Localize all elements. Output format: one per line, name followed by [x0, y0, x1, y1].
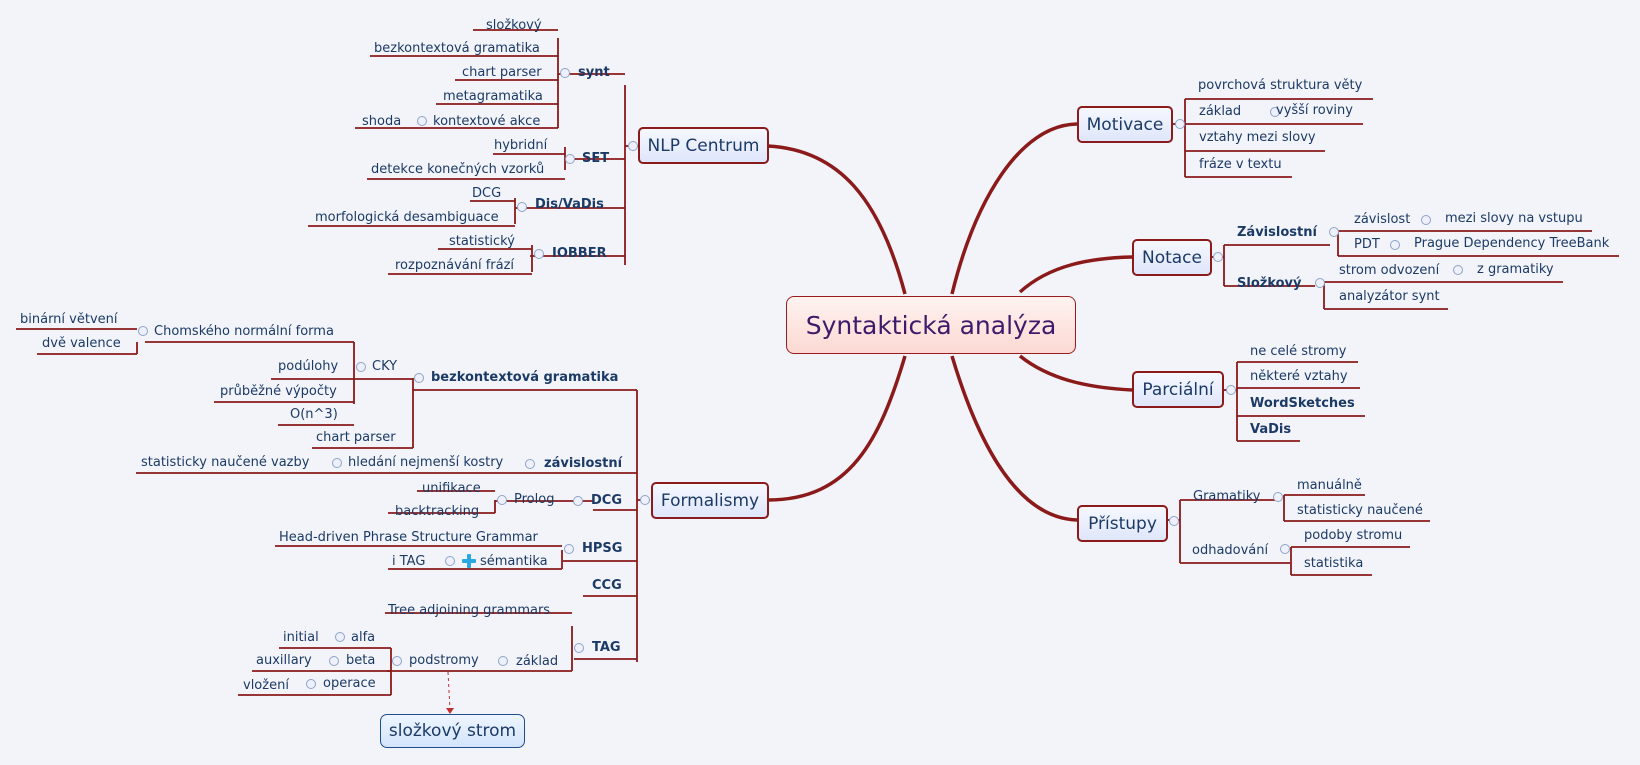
node-cnf[interactable]: Chomského normální forma [154, 324, 334, 339]
node-prubezne[interactable]: průběžné výpočty [220, 384, 337, 399]
node-chart-parser[interactable]: chart parser [462, 65, 542, 80]
node-kostra[interactable]: hledání nejmenší kostry [348, 455, 504, 470]
node-odhadovani[interactable]: odhadování [1192, 543, 1269, 558]
node-z-gramatiky[interactable]: z gramatiky [1477, 262, 1554, 277]
topic-parcialni[interactable]: Parciální [1132, 371, 1224, 408]
node-unifikace[interactable]: unifikace [422, 481, 481, 496]
node-synt[interactable]: synt [578, 65, 610, 80]
node-disvadis[interactable]: Dis/VaDis [535, 197, 604, 212]
node-fraze[interactable]: fráze v textu [1199, 157, 1282, 172]
node-hybridni[interactable]: hybridní [494, 138, 548, 153]
node-iobber[interactable]: IOBBER [552, 246, 607, 261]
node-detekce[interactable]: detekce konečných vzorků [371, 162, 545, 177]
node-statistika[interactable]: statistika [1304, 556, 1364, 571]
node-metagramatika[interactable]: metagramatika [443, 89, 543, 104]
node-initial[interactable]: initial [283, 630, 319, 645]
topic-nlp-centrum[interactable]: NLP Centrum [638, 127, 769, 164]
node-prague[interactable]: Prague Dependency TreeBank [1414, 236, 1610, 251]
node-dve-valence[interactable]: dvě valence [42, 336, 121, 351]
node-zavislostni-n[interactable]: Závislostní [1237, 225, 1317, 240]
node-pdt[interactable]: PDT [1354, 237, 1380, 252]
node-semantika[interactable]: sémantika [480, 554, 548, 569]
node-rozpoznavani[interactable]: rozpoznávání frází [395, 258, 515, 273]
node-analyzator[interactable]: analyzátor synt [1339, 289, 1440, 304]
node-operace[interactable]: operace [323, 676, 376, 691]
node-hpsg-full[interactable]: Head-driven Phrase Structure Grammar [279, 530, 538, 545]
node-wordsketches[interactable]: WordSketches [1250, 396, 1355, 411]
node-podstromy[interactable]: podstromy [409, 653, 479, 668]
node-bkg[interactable]: bezkontextová gramatika [431, 370, 619, 385]
node-vadis[interactable]: VaDis [1250, 422, 1292, 437]
node-itag[interactable]: i TAG [392, 554, 426, 569]
node-chart-parser-2[interactable]: chart parser [316, 430, 396, 445]
node-podulohy[interactable]: podúlohy [278, 359, 339, 374]
plus-icon [461, 553, 477, 569]
node-vazby[interactable]: statisticky naučené vazby [141, 455, 310, 470]
node-zaklad[interactable]: základ [516, 654, 559, 669]
node-povrchova[interactable]: povrchová struktura věty [1198, 78, 1363, 93]
node-hpsg[interactable]: HPSG [582, 541, 623, 556]
node-gramatiky[interactable]: Gramatiky [1193, 489, 1261, 504]
node-morfologicka[interactable]: morfologická desambiguace [315, 210, 499, 225]
node-auxillary[interactable]: auxillary [256, 653, 312, 668]
node-mezi-slovy[interactable]: mezi slovy na vstupu [1445, 211, 1583, 226]
topic-notace[interactable]: Notace [1132, 239, 1212, 276]
node-bezkontextova-gramatika[interactable]: bezkontextová gramatika [374, 41, 540, 56]
topic-motivace[interactable]: Motivace [1077, 106, 1173, 143]
node-cky[interactable]: CKY [372, 359, 398, 374]
node-slozkovy-n[interactable]: Složkový [1237, 276, 1302, 291]
node-vyssi-roviny[interactable]: vyšší roviny [1276, 103, 1353, 118]
node-dcg-2[interactable]: DCG [591, 493, 623, 508]
node-backtracking[interactable]: backtracking [395, 504, 480, 519]
node-vztahy[interactable]: vztahy mezi slovy [1199, 130, 1316, 145]
node-alfa[interactable]: alfa [351, 630, 376, 645]
node-tag[interactable]: TAG [592, 640, 621, 655]
node-zavislostni[interactable]: závislostní [544, 456, 623, 471]
node-shoda[interactable]: shoda [362, 114, 402, 129]
node-beta[interactable]: beta [346, 653, 376, 668]
node-binarni[interactable]: binární větvení [20, 312, 118, 327]
node-tree-adjoining[interactable]: Tree adjoining grammars [388, 603, 551, 618]
topic-pristupy[interactable]: Přístupy [1077, 505, 1168, 542]
node-vlozeni[interactable]: vložení [243, 678, 289, 693]
node-slozkovy[interactable]: složkový [486, 18, 542, 33]
floating-topic-slozkovy-strom[interactable]: složkový strom [380, 714, 525, 748]
node-strom-odvozeni[interactable]: strom odvození [1339, 263, 1440, 278]
topic-formalismy[interactable]: Formalismy [651, 482, 769, 519]
node-set[interactable]: SET [582, 151, 610, 166]
node-nektere[interactable]: některé vztahy [1250, 369, 1348, 384]
central-topic[interactable]: Syntaktická analýza [786, 296, 1076, 354]
node-zaklad-m[interactable]: základ [1199, 104, 1242, 119]
node-on3[interactable]: O(n^3) [290, 407, 338, 422]
node-stat-naucene[interactable]: statisticky naučené [1297, 503, 1423, 518]
node-zavislost[interactable]: závislost [1354, 212, 1411, 227]
node-dcg[interactable]: DCG [472, 186, 502, 201]
node-prolog[interactable]: Prolog [514, 492, 555, 507]
node-statisticky[interactable]: statistický [449, 234, 515, 249]
node-ccg[interactable]: CCG [592, 578, 622, 593]
node-ne-cele[interactable]: ne celé stromy [1250, 344, 1347, 359]
node-manualne[interactable]: manuálně [1297, 478, 1362, 493]
node-podoby[interactable]: podoby stromu [1304, 528, 1403, 543]
node-kontextove-akce[interactable]: kontextové akce [433, 114, 541, 129]
